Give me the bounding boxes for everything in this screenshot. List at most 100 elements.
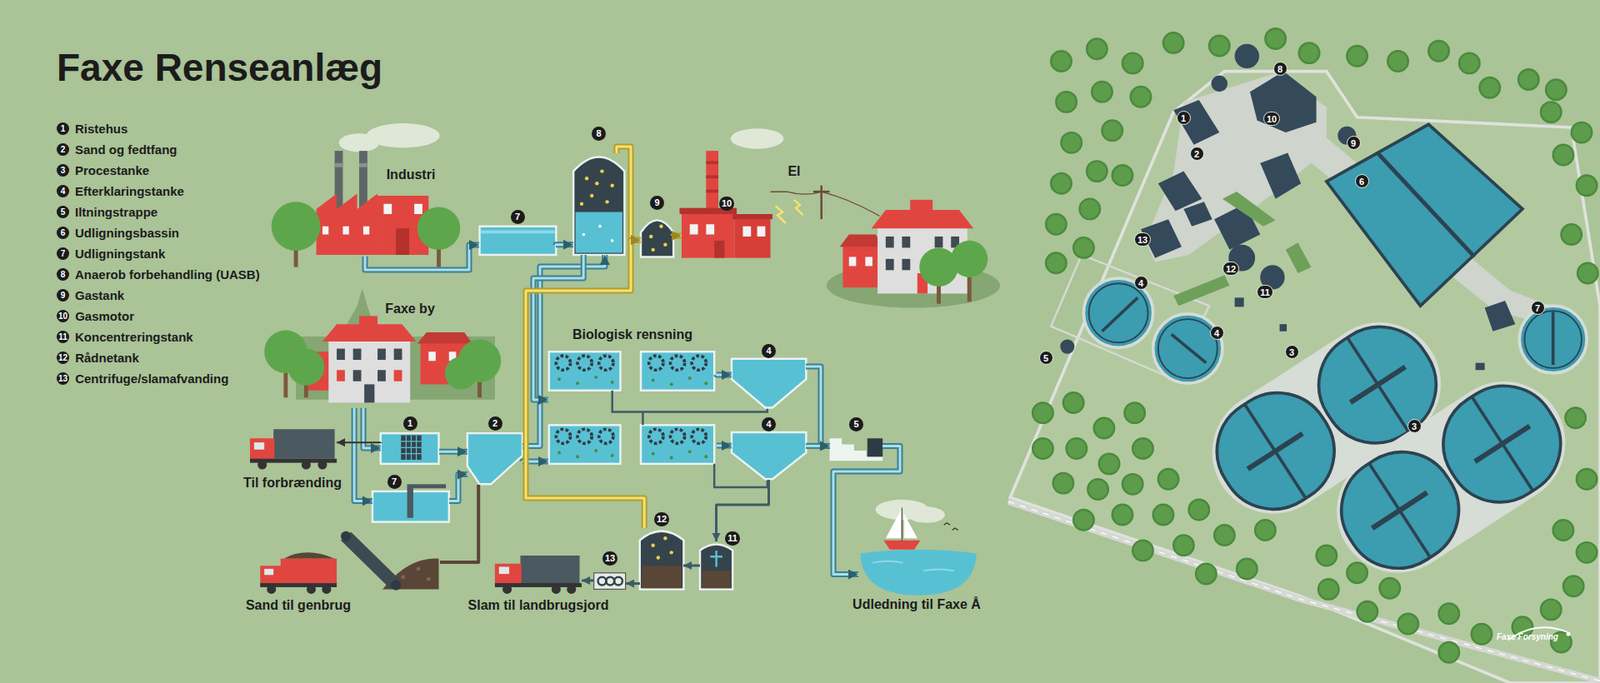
river-illustration [883, 540, 920, 550]
pipe-connector [555, 244, 574, 245]
pipe-connector [716, 374, 732, 375]
aeration-tanks [599, 429, 614, 444]
factory-illustration [271, 201, 321, 251]
callout-number: 12 [654, 512, 670, 527]
pipe-connector [805, 445, 830, 447]
aeration-tanks [594, 375, 598, 380]
tree-symbol [1380, 578, 1400, 599]
callout-number: 3 [1285, 345, 1300, 360]
site-map [1173, 275, 1230, 306]
site-map [1173, 100, 1220, 145]
house-illustration [910, 200, 933, 215]
tree-symbol [1540, 600, 1561, 620]
truck-illustration [566, 585, 576, 595]
river-illustration [908, 506, 945, 524]
unit-label: El [787, 163, 800, 180]
power-line [786, 191, 822, 195]
aeration-tanks [691, 355, 706, 370]
pipe-flow [673, 234, 682, 237]
pipe-connector [716, 445, 732, 447]
factory-illustration [316, 194, 378, 255]
callout-number: 3 [1407, 419, 1422, 434]
pipe-connector [581, 580, 595, 582]
house-illustration [935, 236, 944, 248]
river-illustration [860, 550, 977, 596]
legend-text: Efterklaringstanke [75, 184, 185, 199]
callout-number: 9 [56, 289, 70, 302]
plant-unit: 5 [830, 439, 883, 463]
tree-symbol [1060, 132, 1081, 153]
tree-symbol [1080, 199, 1100, 220]
uasb-reactor [610, 239, 615, 243]
tree-symbol [1545, 79, 1566, 100]
site-map [1260, 153, 1301, 200]
gas-engine-building [705, 175, 719, 180]
truck-illustration [502, 585, 512, 595]
tree-symbol [1428, 40, 1449, 61]
plant-unit: 8 [573, 153, 625, 255]
gas-engine-building [732, 214, 773, 220]
uasb-reactor [595, 181, 599, 185]
unit-label: Industri [386, 166, 436, 183]
uasb-reactor [600, 169, 604, 173]
site-map [1423, 365, 1581, 523]
pipe-connector [336, 442, 381, 444]
sand-conveyor [426, 577, 431, 582]
tree-symbol [1214, 525, 1235, 545]
sand-conveyor [306, 585, 316, 595]
truck-illustration [551, 585, 561, 595]
tree-symbol [1132, 540, 1153, 561]
town-illustration [359, 315, 378, 329]
factory-illustration [395, 228, 410, 255]
aeration-tanks [555, 355, 570, 370]
site-map [1101, 297, 1138, 331]
tree-symbol [1553, 145, 1574, 165]
gas-engine-building [705, 150, 719, 215]
pipe-connector [449, 475, 468, 502]
site-map [1326, 124, 1523, 306]
site-map [1475, 363, 1485, 371]
gas-tank [640, 220, 674, 257]
river-illustration [872, 561, 955, 572]
truck-illustration [250, 429, 337, 470]
equalization-tank [372, 484, 450, 522]
pipe-flow [522, 255, 605, 447]
plant-unit: Til forbrænding [248, 426, 337, 467]
sludge-units [605, 577, 615, 586]
legend-text: Udligningsbassin [75, 225, 180, 240]
callout-number: 6 [1355, 174, 1370, 189]
aeration-tanks [670, 355, 685, 370]
uasb-reactor [573, 156, 625, 255]
callout-number: 11 [1256, 285, 1274, 300]
legend-item: 2Sand og fedtfang [56, 139, 178, 160]
factory-illustration [417, 206, 460, 250]
truck-illustration [250, 438, 275, 460]
house-illustration [885, 236, 895, 248]
river-illustration [885, 510, 901, 539]
screen-house-tank [380, 433, 440, 465]
tree-symbol [1518, 69, 1539, 90]
callout-number: 5 [56, 205, 70, 219]
diagram-title: Faxe Renseanlæg [56, 45, 383, 90]
aeration-tanks [577, 429, 592, 444]
plant-unit: Biologisk rensning [548, 348, 717, 467]
uasb-reactor [610, 184, 614, 188]
site-map [1285, 242, 1312, 274]
pipe-flow [770, 190, 787, 193]
town-illustration [264, 288, 501, 403]
gas-engine-building [705, 224, 715, 235]
tree-symbol [1163, 32, 1184, 53]
factory-illustration [414, 204, 423, 215]
gas-tank [640, 220, 674, 257]
uasb-reactor [590, 194, 594, 198]
site-map [1519, 305, 1587, 374]
tree-symbol [1094, 418, 1115, 439]
site-map [1485, 300, 1516, 332]
plant-unit: 4 [731, 359, 806, 409]
plant-unit: 11 [700, 541, 733, 590]
tree-symbol [1576, 542, 1597, 563]
tree-symbol [1055, 91, 1076, 112]
aeration-tanks [577, 355, 592, 370]
gas-tank [663, 243, 667, 247]
